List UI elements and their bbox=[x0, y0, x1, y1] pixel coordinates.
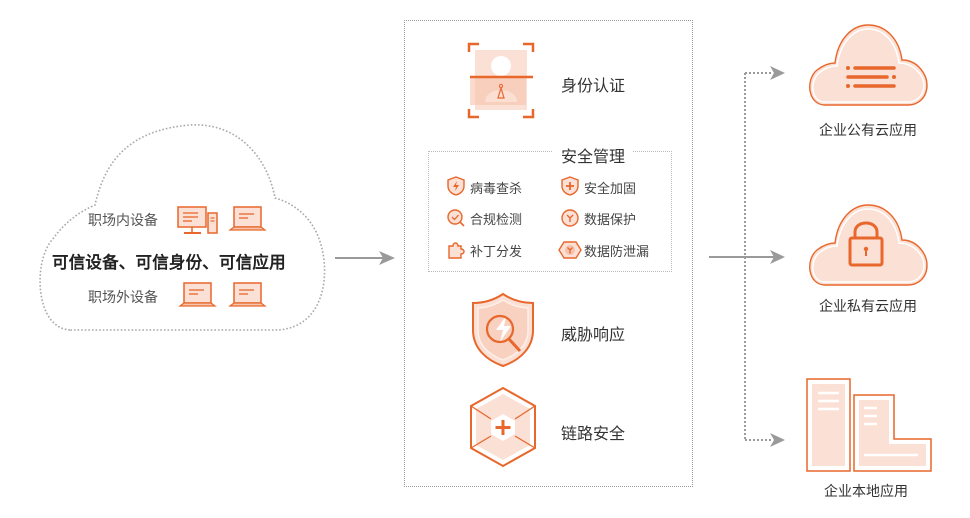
arrowhead-local-apps bbox=[770, 433, 785, 447]
onsite-devices-label: 职场内设备 bbox=[88, 213, 158, 229]
shield-lightning-icon bbox=[447, 176, 465, 196]
source-cloud-outline bbox=[39, 124, 326, 331]
trusted-source-title: 可信设备、可信身份、可信应用 bbox=[52, 253, 286, 272]
security-hardening-label: 安全加固 bbox=[584, 182, 637, 197]
laptop-icon bbox=[228, 282, 267, 307]
buildings-icon bbox=[806, 378, 932, 472]
laptop-icon bbox=[228, 206, 267, 231]
arrowhead-private-cloud bbox=[770, 250, 785, 264]
patch-distribution-label: 补丁分发 bbox=[470, 245, 523, 260]
circle-data-icon bbox=[561, 209, 579, 227]
identity-auth-label: 身份认证 bbox=[561, 76, 626, 95]
threat-response-label: 威胁响应 bbox=[561, 325, 626, 344]
private-cloud-apps-label: 企业私有云应用 bbox=[819, 299, 917, 315]
puzzle-icon bbox=[448, 242, 465, 259]
shield-search-icon bbox=[472, 292, 534, 368]
public-cloud-apps-label: 企业公有云应用 bbox=[819, 123, 917, 139]
cloud-lock-icon bbox=[809, 204, 928, 286]
laptop-icon bbox=[178, 282, 217, 307]
source-cloud: 职场内设备 可信设备、可信身份、可信应用 职场外设备 bbox=[0, 0, 340, 518]
arrowhead-public-cloud bbox=[770, 66, 785, 80]
local-apps-label: 企业本地应用 bbox=[824, 484, 908, 500]
link-security-label: 链路安全 bbox=[561, 424, 626, 443]
compliance-check-label: 合规检测 bbox=[470, 213, 523, 228]
data-leak-prevention-label: 数据防泄漏 bbox=[584, 245, 650, 260]
cloud-list-icon bbox=[809, 24, 928, 106]
identity-scan-icon bbox=[467, 42, 535, 119]
gateway-panel bbox=[404, 20, 693, 487]
security-management-title: 安全管理 bbox=[553, 143, 634, 167]
magnifier-check-icon bbox=[447, 209, 465, 227]
hexagon-plus-icon bbox=[470, 386, 536, 468]
shield-plus-icon bbox=[561, 176, 579, 196]
virus-kill-label: 病毒查杀 bbox=[470, 182, 523, 197]
offsite-devices-label: 职场外设备 bbox=[88, 290, 158, 306]
data-protection-label: 数据保护 bbox=[584, 213, 637, 228]
distribution-connectors bbox=[709, 66, 785, 447]
desktop-icon bbox=[177, 206, 218, 234]
arrow-source-to-gateway bbox=[335, 251, 395, 265]
security-management-group bbox=[428, 151, 672, 272]
hexagon-data-icon bbox=[558, 241, 582, 259]
